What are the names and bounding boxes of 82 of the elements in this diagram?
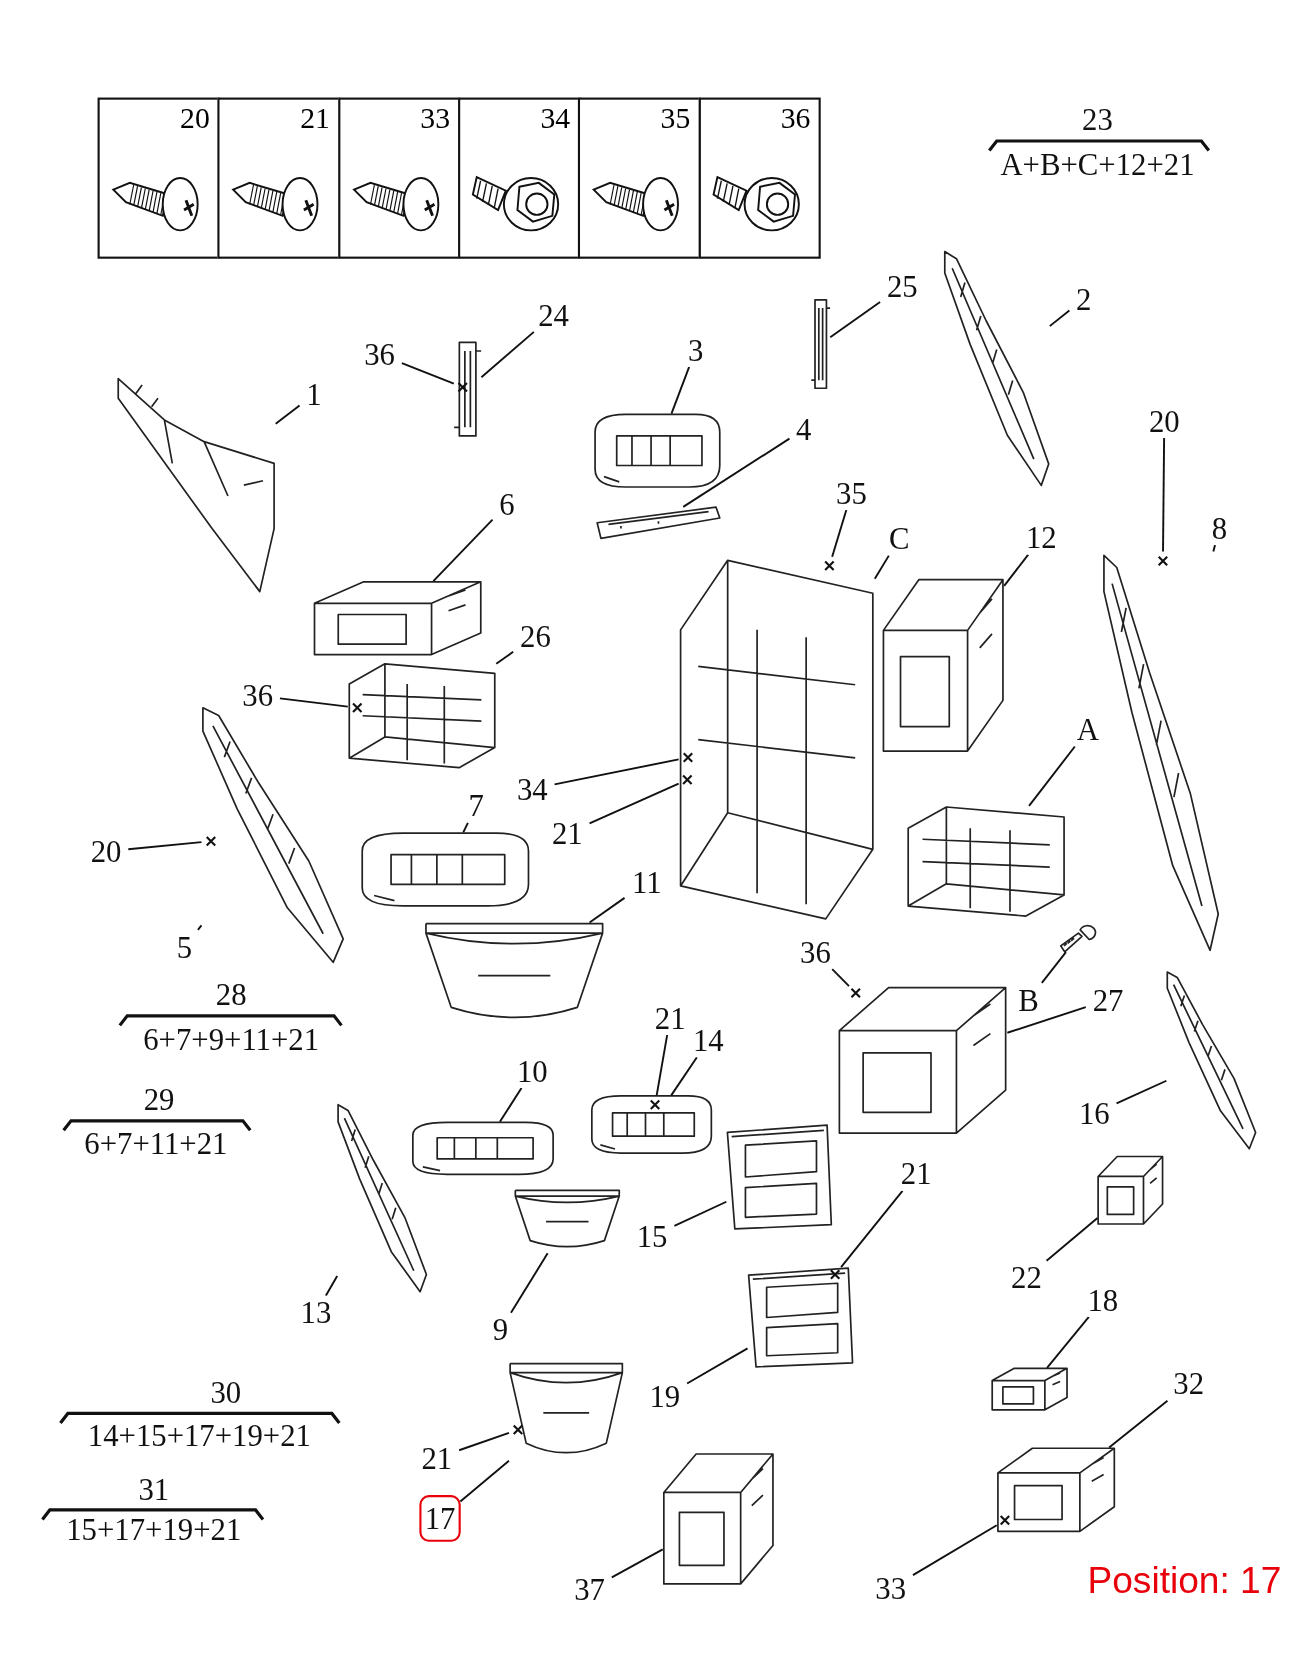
leader-line xyxy=(1115,1079,1168,1105)
part-drawing xyxy=(312,581,483,656)
leader-line xyxy=(840,1189,904,1269)
leader-line xyxy=(1040,951,1067,984)
kit-contents: 15+17+19+21 xyxy=(66,1512,242,1546)
part-drawing xyxy=(347,662,497,769)
kit-number: 29 xyxy=(143,1082,175,1117)
part-drawing xyxy=(116,376,276,594)
leader-line xyxy=(1048,309,1071,328)
part-drawing xyxy=(943,249,1050,488)
leader-line xyxy=(1108,1399,1169,1449)
part-drawing xyxy=(201,705,345,965)
leader-line xyxy=(553,758,680,786)
part-number: 36 xyxy=(780,101,811,136)
leader-line xyxy=(324,1275,339,1297)
kit-contents: 14+15+17+19+21 xyxy=(87,1418,311,1453)
leader-line xyxy=(873,554,890,580)
kit-contents: 6+7+9+11+21 xyxy=(143,1022,320,1057)
leader-line xyxy=(1162,436,1166,553)
kit-contents: 6+7+11+21 xyxy=(84,1126,228,1161)
leader-line xyxy=(912,1524,998,1577)
leader-line xyxy=(1028,745,1076,807)
part-drawing xyxy=(991,1367,1068,1411)
leader-line xyxy=(588,896,626,924)
part-drawing xyxy=(337,1102,428,1294)
leader-line xyxy=(127,841,203,851)
part-drawing xyxy=(595,506,722,539)
part-drawing xyxy=(811,299,831,390)
leader-line xyxy=(196,924,203,931)
leader-line xyxy=(480,330,535,379)
part-drawing xyxy=(662,1452,775,1586)
leader-line xyxy=(495,650,515,665)
leader-line xyxy=(1006,1006,1087,1034)
part-number: 21 xyxy=(300,101,330,136)
leader-line xyxy=(588,782,680,825)
leader-line xyxy=(673,1200,728,1227)
part-drawing xyxy=(837,986,1008,1135)
kit-number: 28 xyxy=(215,977,247,1012)
part-drawing xyxy=(906,805,1066,918)
leader-line xyxy=(278,697,349,708)
leader-line xyxy=(1212,544,1216,553)
leader-line xyxy=(510,1252,549,1314)
leader-line xyxy=(462,821,469,834)
part-number: 33 xyxy=(420,101,450,136)
callout-number: 17 xyxy=(419,1495,461,1542)
part-drawing xyxy=(1097,1155,1164,1225)
leader-line xyxy=(432,518,494,583)
leader-line xyxy=(1003,553,1030,587)
part-number: 34 xyxy=(540,101,571,136)
part-drawing xyxy=(1166,970,1257,1151)
leader-line xyxy=(1046,1316,1090,1369)
leader-line xyxy=(459,1459,510,1503)
part-drawing xyxy=(726,1124,833,1230)
leader-line xyxy=(458,1431,510,1452)
leader-line xyxy=(670,1056,698,1097)
leader-line xyxy=(829,301,882,339)
part-drawing xyxy=(453,341,482,437)
part-drawing xyxy=(996,1447,1116,1533)
kit-contents: A+B+C+12+21 xyxy=(1000,147,1195,182)
leader-line xyxy=(1045,1216,1099,1262)
part-number: 20 xyxy=(180,101,210,136)
leader-line xyxy=(670,365,691,415)
part-drawing xyxy=(593,413,722,488)
part-drawing xyxy=(747,1267,854,1368)
part-drawing xyxy=(360,832,531,907)
kit-number: 23 xyxy=(1082,102,1113,137)
leader-line xyxy=(610,1548,664,1579)
leader-line xyxy=(498,1086,523,1123)
part-drawing xyxy=(411,1121,555,1175)
part-drawing xyxy=(590,1095,713,1154)
part-drawing xyxy=(882,577,1005,753)
leader-line xyxy=(655,1033,669,1097)
leader-line xyxy=(831,968,850,988)
leader-line xyxy=(831,509,848,558)
leader-line xyxy=(274,404,301,425)
position-note: Position: 17 xyxy=(1087,1558,1282,1602)
leader-line xyxy=(682,437,791,508)
leader-line xyxy=(686,1347,749,1385)
kit-number: 30 xyxy=(210,1375,242,1410)
part-number: 35 xyxy=(660,101,691,136)
kit-number: 31 xyxy=(138,1472,170,1507)
leader-line xyxy=(400,362,455,385)
